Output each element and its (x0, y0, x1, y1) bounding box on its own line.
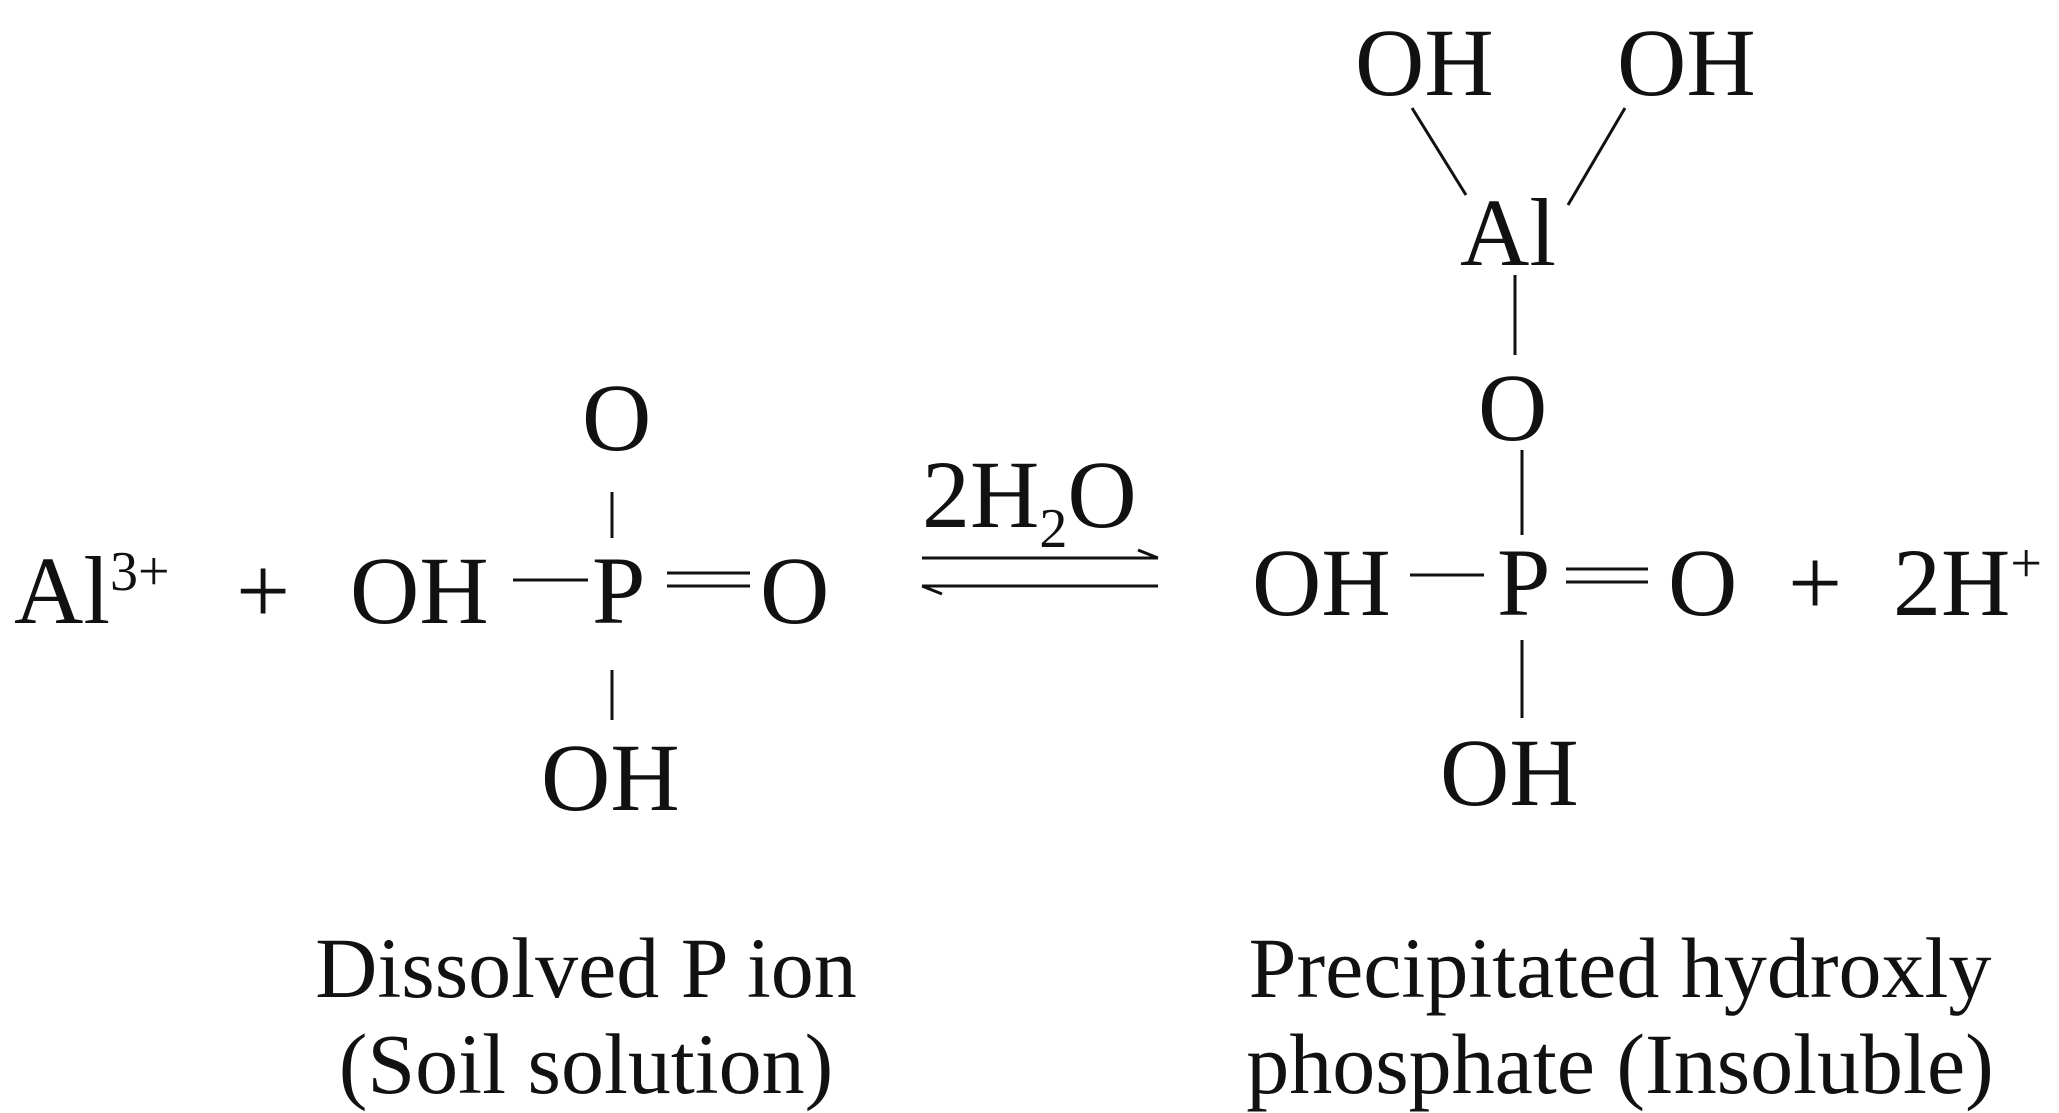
reactant-caption: Dissolved P ion (Soil solution) (281, 920, 891, 1113)
product-caption: Precipitated hydroxly phosphate (Insolub… (1230, 920, 2010, 1113)
phosphate-left-hydroxyl: OH (350, 537, 489, 644)
product-left-hydroxyl: OH (1252, 529, 1391, 636)
product-bottom-hydroxyl: OH (1440, 719, 1579, 826)
aluminum-ion: Al3+ (14, 543, 170, 639)
bond-al-oh-left (1410, 107, 1468, 196)
water-oxygen: O (1067, 441, 1137, 548)
forward-arrow-head (1137, 548, 1159, 560)
product-al-left-hydroxyl: OH (1355, 9, 1494, 116)
product-phosphorus: P (1497, 529, 1551, 636)
al-charge: 3+ (110, 541, 170, 603)
water-reagent: 2H2O (922, 447, 1137, 558)
product-caption-line1: Precipitated hydroxly (1248, 920, 1992, 1016)
water-subscript: 2 (1039, 498, 1068, 561)
phosphate-top-oxygen: O (582, 364, 652, 471)
phosphate-right-oxygen: O (760, 537, 830, 644)
phosphate-bottom-hydroxyl: OH (541, 724, 680, 831)
plus-sign-left: + (236, 537, 291, 644)
plus-sign-right: + (1788, 529, 1843, 636)
reactant-caption-line1: Dissolved P ion (315, 920, 857, 1016)
phosphorus-atom: P (592, 537, 646, 644)
reverse-arrow-head (921, 584, 943, 596)
al-symbol: Al (14, 537, 110, 644)
proton-charge: + (2010, 533, 2042, 595)
bond-al-oh-right (1566, 107, 1627, 206)
water-coefficient: 2H (922, 441, 1040, 548)
protons: 2H+ (1893, 535, 2042, 631)
reactant-caption-line2: (Soil solution) (338, 1016, 834, 1113)
product-aluminum: Al (1460, 179, 1556, 286)
product-bridge-oxygen: O (1478, 354, 1548, 461)
proton-text: 2H (1893, 529, 2011, 636)
product-al-right-hydroxyl: OH (1617, 9, 1756, 116)
product-right-oxygen: O (1668, 529, 1738, 636)
product-caption-line2: phosphate (Insoluble) (1246, 1016, 1994, 1113)
